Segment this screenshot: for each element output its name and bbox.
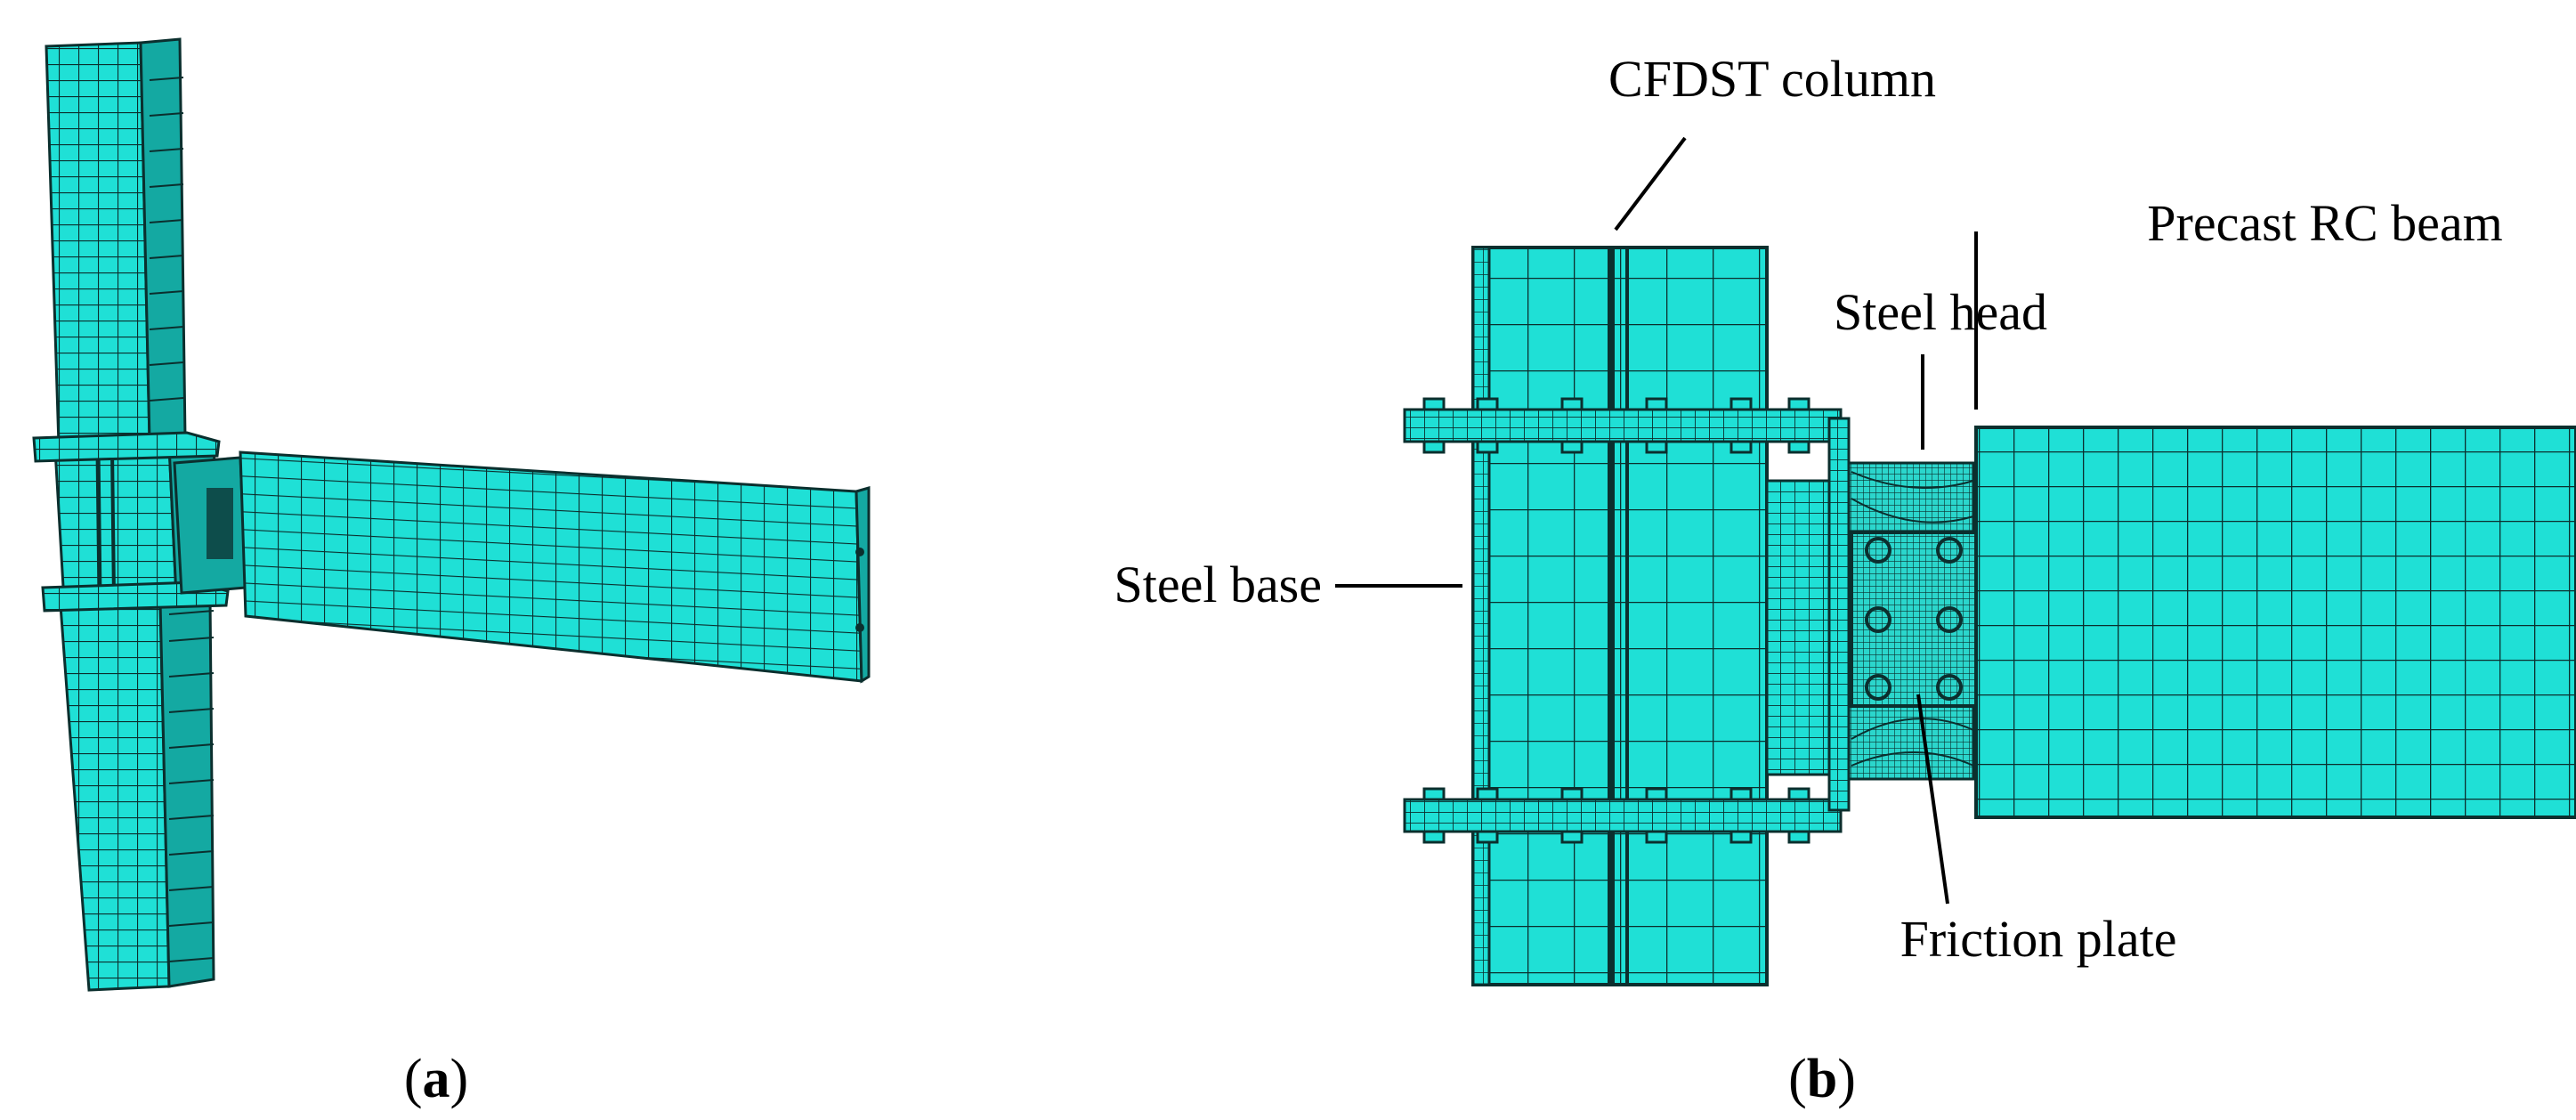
cfdst-column <box>1471 246 1769 986</box>
panel-a-caption: (a) <box>404 1049 468 1109</box>
label-friction-plate: Friction plate <box>1900 910 2177 968</box>
label-cfdst-column: CFDST column <box>1608 50 1936 108</box>
precast-rc-beam <box>1974 426 2576 819</box>
label-precast-rc-beam: Precast RC beam <box>2147 194 2502 252</box>
panel-a-3d-model: (a) <box>32 37 871 1109</box>
steel-base-bottom-flange <box>1403 798 1843 833</box>
panel-b-elevation: CFDST column Precast RC beam Steel head … <box>1114 50 2576 1109</box>
label-steel-base: Steel base <box>1114 556 1322 613</box>
friction-plate-bolts <box>1865 537 1963 701</box>
beam-3d <box>239 450 871 684</box>
joint-core-3d <box>32 431 247 613</box>
steel-base-top-flange <box>1403 408 1843 443</box>
column-upper-3d <box>45 37 187 447</box>
column-lower-3d <box>59 597 215 992</box>
leader-lines <box>1335 136 1978 905</box>
label-steel-head: Steel head <box>1834 283 2047 341</box>
panel-b-caption: (b) <box>1788 1049 1856 1109</box>
steel-base <box>1765 479 1840 776</box>
flange-bolts <box>1422 397 1810 844</box>
